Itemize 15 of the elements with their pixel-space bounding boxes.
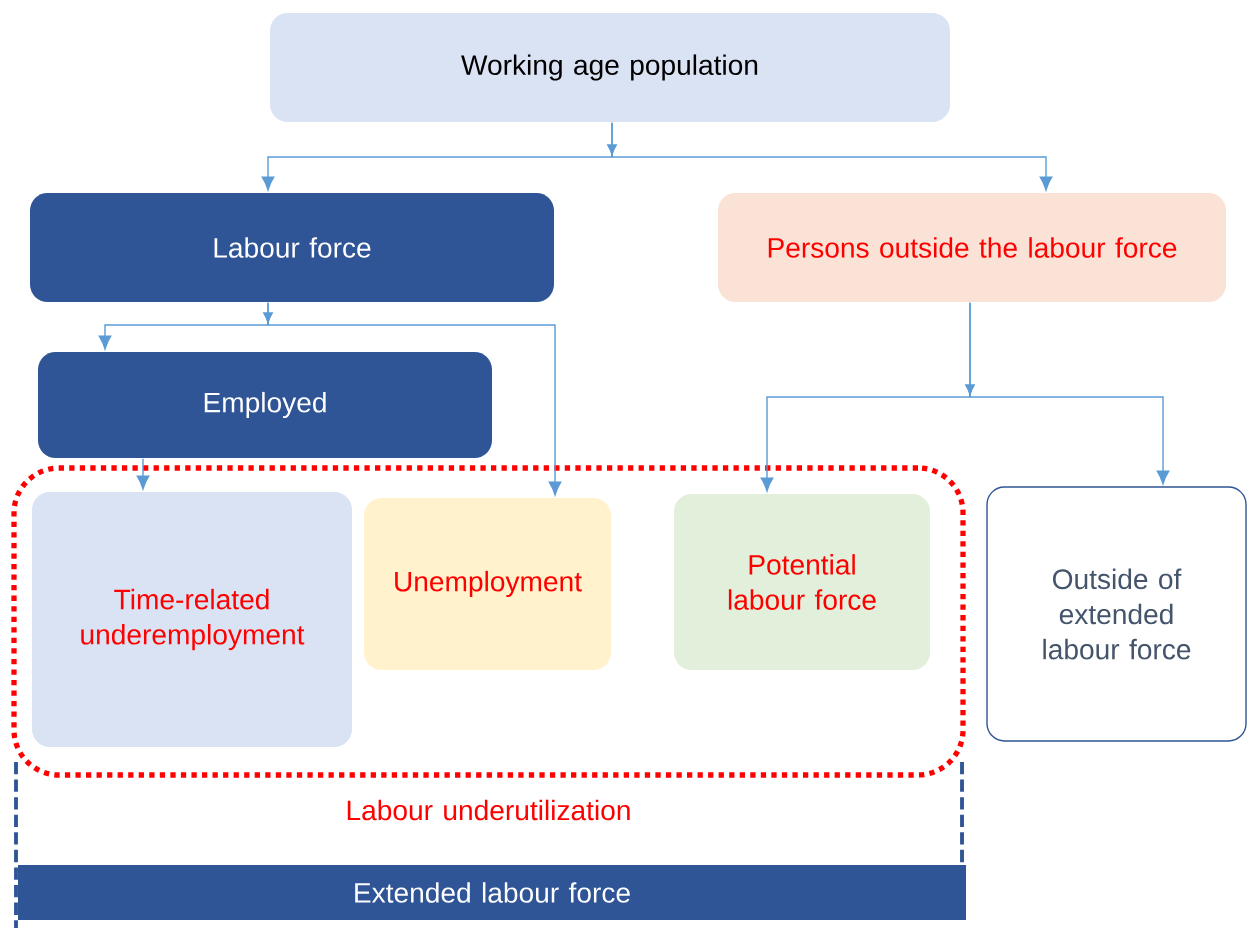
process-box: Persons outside the labour force (718, 193, 1226, 302)
arrow (965, 302, 1170, 485)
label-bar: Extended labour force (18, 865, 966, 920)
process-box: Working age population (270, 13, 950, 122)
process-box: Labour force (30, 193, 554, 302)
arrow (263, 302, 562, 496)
arrow (136, 458, 150, 490)
category-box: Time-related underemployment (32, 492, 352, 747)
arrow (607, 122, 1053, 191)
process-box: Employed (38, 352, 492, 458)
category-box: Outside of extended labour force (986, 486, 1247, 742)
category-box: Unemployment (364, 498, 611, 670)
group-label: Labour underutilization (347, 799, 630, 821)
category-box: Potential labour force (674, 494, 930, 670)
node-label: Extended labour force (355, 882, 630, 903)
